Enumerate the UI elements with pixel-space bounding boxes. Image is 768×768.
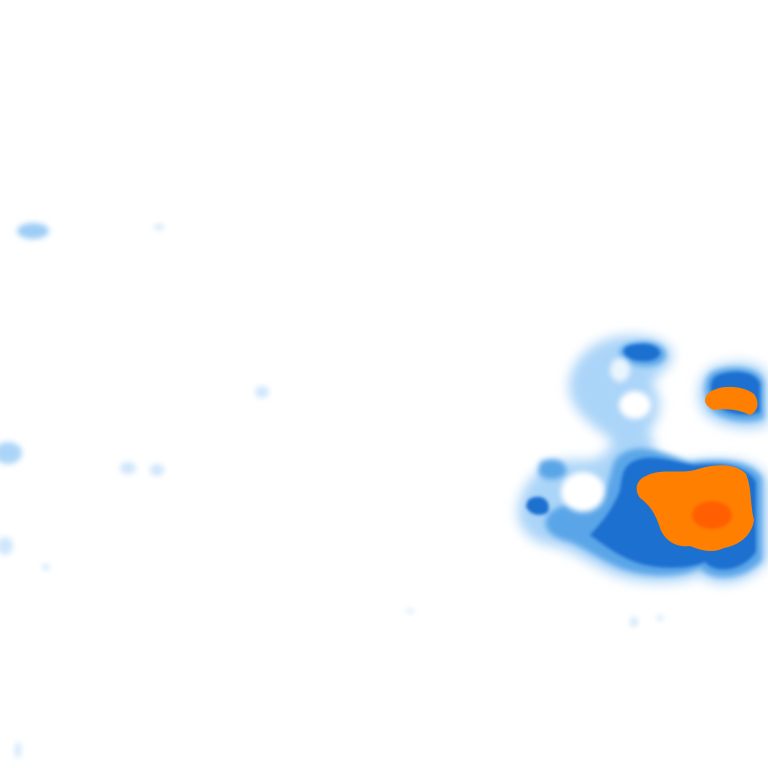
storm-complex-core (692, 501, 732, 529)
echo-gap (561, 472, 605, 512)
echo-gap (619, 391, 651, 419)
echo-cell (630, 617, 638, 627)
echo-cell (42, 564, 50, 570)
echo-cell (0, 537, 13, 555)
echo-cell (17, 223, 49, 239)
echo-cell-core (692, 501, 732, 529)
echo-cell (154, 224, 164, 230)
echo-gap (610, 358, 630, 382)
echo-cell (120, 462, 136, 474)
echo-cell (623, 343, 660, 362)
echo-cell (150, 464, 164, 476)
echo-cell (406, 609, 414, 613)
echo-cell (657, 615, 663, 621)
storm-complex-gaps (561, 358, 651, 512)
echo-cell (15, 742, 21, 758)
echo-cell (538, 459, 566, 480)
echo-cell (526, 496, 549, 515)
echo-cell-heavy (705, 386, 758, 415)
echo-cell (0, 442, 22, 464)
scattered-light-echoes (0, 223, 663, 758)
echo-cell (255, 386, 269, 398)
